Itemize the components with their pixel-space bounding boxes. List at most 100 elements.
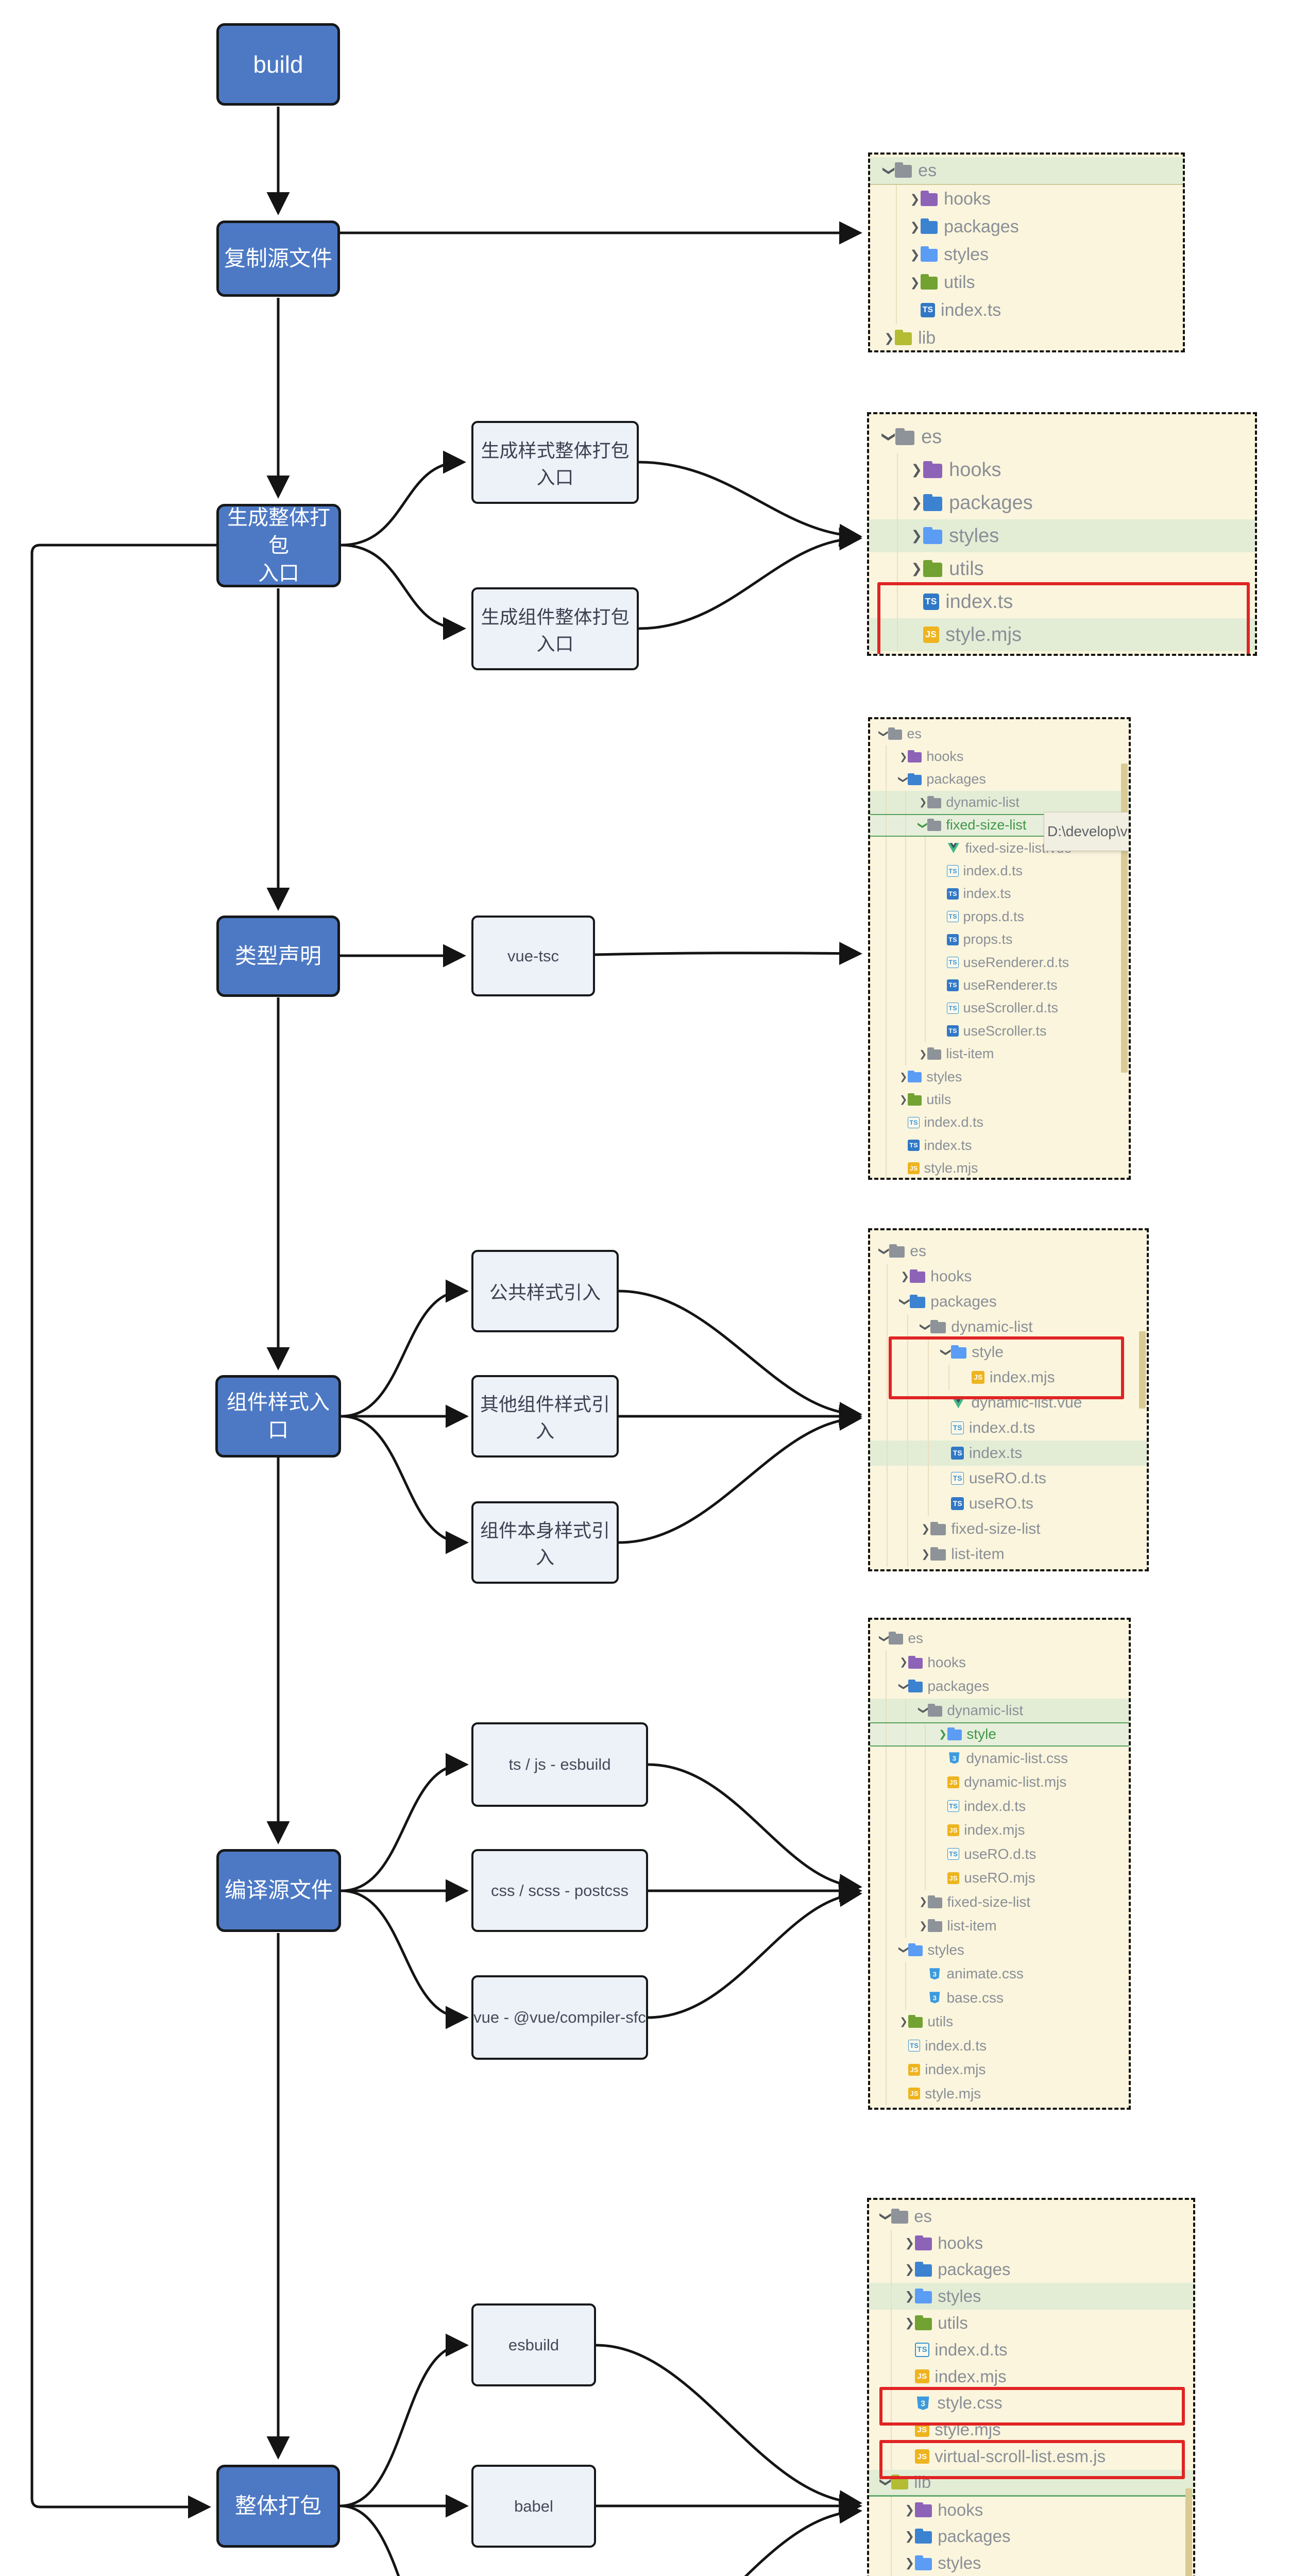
file-label: style <box>966 1726 996 1742</box>
indent-guide <box>905 859 906 883</box>
file-label: index.mjs <box>989 1368 1055 1386</box>
indent-guide <box>907 1314 908 1340</box>
tree-row: ❯fixed-size-list <box>870 814 1129 837</box>
indent-guide <box>887 1491 888 1516</box>
flow-node-other-style-import: 其他组件样式引入 <box>471 1375 619 1458</box>
packages-folder-icon <box>908 1680 923 1692</box>
file-label: es <box>908 1630 923 1647</box>
file-label: hooks <box>930 1267 972 1285</box>
indent-guide <box>886 1818 887 1842</box>
chevron-right-icon: ❯ <box>905 2236 915 2249</box>
packages-folder-icon <box>915 2262 932 2277</box>
ts-file-icon: TS <box>920 302 936 318</box>
styles-folder-icon <box>951 1345 966 1359</box>
tree-row: ❯fixed-size-list <box>870 1516 1147 1541</box>
file-label: style.css <box>937 2393 1003 2413</box>
file-label: utils <box>944 272 975 292</box>
chevron-right-icon: ❯ <box>899 2016 908 2027</box>
tree-row: ❯styles <box>869 2283 1193 2310</box>
file-label: index.d.ts <box>963 863 1023 879</box>
chevron-right-icon: ❯ <box>884 331 894 345</box>
chevron-down-icon: ❯ <box>878 730 890 738</box>
indent-guide <box>886 859 887 883</box>
file-label: useRenderer.ts <box>963 977 1058 993</box>
flow-node-babel: babel <box>471 2465 596 2548</box>
svg-text:3: 3 <box>953 1755 956 1762</box>
chevron-down-icon: ❯ <box>879 2477 893 2487</box>
tree-row: ❯style <box>870 1340 1147 1365</box>
gray-folder-icon <box>927 795 941 808</box>
indent-guide <box>905 1866 906 1890</box>
chevron-right-icon: ❯ <box>911 496 923 510</box>
indent-guide <box>896 185 897 213</box>
file-label: list-item <box>951 1545 1005 1563</box>
es-folder-icon <box>894 162 912 178</box>
indent-guide <box>905 905 906 928</box>
indent-guide <box>896 241 897 268</box>
indent-guide <box>886 996 887 1020</box>
indent-guide <box>907 1466 908 1491</box>
tree-row: ❯utils <box>869 2310 1193 2336</box>
ts-declaration-file-icon: TS <box>947 956 959 969</box>
indent-guide <box>891 2283 892 2310</box>
ts-file-icon: TS <box>947 888 959 900</box>
tree-row: ❯utils <box>870 268 1183 296</box>
file-label: dynamic-list.vue <box>971 1394 1082 1411</box>
file-label: lib <box>914 2472 931 2492</box>
indent-guide <box>905 882 906 906</box>
indent-guide <box>928 1390 929 1415</box>
indent-guide <box>925 1020 926 1043</box>
indent-guide <box>907 1516 908 1541</box>
indent-guide <box>928 1415 929 1440</box>
indent-guide <box>905 1818 906 1842</box>
indent-guide <box>886 1065 887 1089</box>
indent-guide <box>886 1134 887 1157</box>
chevron-right-icon: ❯ <box>905 2290 915 2303</box>
file-label: hooks <box>949 459 1001 481</box>
file-label: hooks <box>938 2233 983 2252</box>
file-label: styles <box>938 2553 981 2573</box>
indent-guide <box>905 1794 906 1818</box>
indent-guide <box>891 2336 892 2363</box>
file-label: styles <box>927 1941 964 1958</box>
file-label: style.mjs <box>924 1160 978 1176</box>
indent-guide <box>886 1042 887 1065</box>
indent-guide <box>886 791 887 814</box>
tree-row: ❯hooks <box>870 745 1129 768</box>
css-file-icon: 3 <box>949 1752 960 1764</box>
file-label: index.mjs <box>964 1822 1025 1838</box>
js-file-icon: JS <box>915 2422 929 2437</box>
packages-folder-icon <box>923 494 942 511</box>
chevron-right-icon: ❯ <box>901 1271 910 1282</box>
indent-guide <box>896 268 897 296</box>
indent-guide <box>887 1289 888 1314</box>
tree-row: ❯hooks <box>869 2496 1193 2523</box>
indent-guide <box>886 2033 887 2058</box>
ts-declaration-file-icon: TS <box>947 865 959 877</box>
file-label: index.mjs <box>925 2061 986 2078</box>
indent-guide <box>928 1440 929 1466</box>
utils-folder-icon <box>908 1093 922 1106</box>
js-file-icon: JS <box>947 1824 960 1836</box>
svg-text:3: 3 <box>921 2399 926 2408</box>
indent-guide <box>891 2229 892 2257</box>
ts-file-icon: TS <box>947 1025 959 1037</box>
file-label: es <box>918 160 937 180</box>
indent-guide <box>897 618 898 651</box>
indent-guide <box>887 1365 888 1390</box>
file-label: useRenderer.d.ts <box>963 954 1069 970</box>
ts-file-icon: TS <box>951 1497 964 1510</box>
